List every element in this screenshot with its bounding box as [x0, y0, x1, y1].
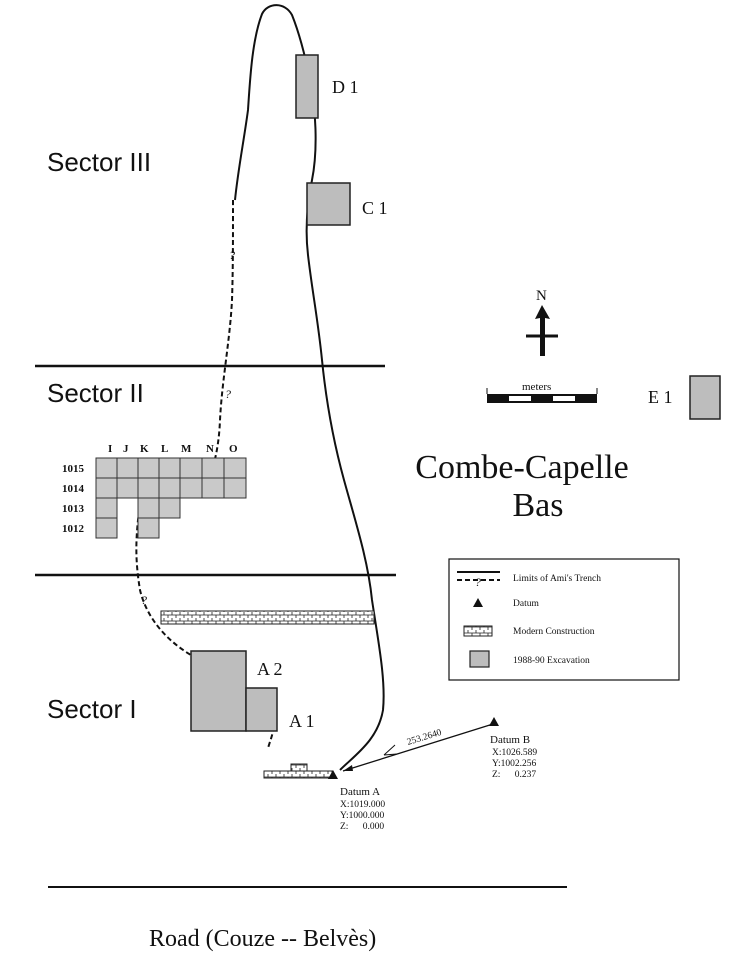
- legend-excavation-swatch: [469, 650, 490, 668]
- label-e1: E 1: [648, 387, 673, 407]
- unit-c1: [306, 182, 351, 226]
- grid-row-label-1013: 1013: [62, 503, 85, 515]
- sector-i-label: Sector I: [47, 694, 137, 724]
- grid-row-label-1014: 1014: [62, 483, 85, 495]
- datum-a-z: Z: 0.000: [340, 822, 384, 832]
- grid-row-1013: [95, 497, 181, 519]
- label-a2: A 2: [257, 659, 283, 679]
- grid-col-k: K: [140, 443, 149, 455]
- label-c1: C 1: [362, 198, 388, 218]
- label-a1: A 1: [289, 711, 315, 731]
- trench-limit-solid: [234, 4, 385, 771]
- site-title-line2: Bas: [513, 487, 564, 524]
- datum-b-x: X:1026.589: [492, 748, 537, 758]
- grid-col-m: M: [181, 443, 192, 455]
- legend-datum-triangle-icon: [473, 598, 483, 607]
- north-label: N: [536, 288, 547, 304]
- legend-excavation-label: 1988-90 Excavation: [513, 656, 590, 666]
- grid-col-j: J: [123, 443, 129, 455]
- label-d1: D 1: [332, 77, 359, 97]
- datum-b-z: Z: 0.237: [492, 770, 536, 780]
- grid-row-1012: [95, 517, 160, 539]
- legend-question-mark: ?: [475, 575, 481, 589]
- legend-datum-label: Datum: [513, 599, 539, 609]
- grid-col-l: L: [161, 443, 168, 455]
- sector-iii-label: Sector III: [47, 147, 151, 177]
- scale-bar: [486, 388, 598, 403]
- legend: ?: [448, 558, 680, 681]
- datum-a-name: Datum A: [340, 786, 380, 798]
- angle-icon: [383, 744, 398, 756]
- datum-a-x: X:1019.000: [340, 800, 385, 810]
- grid-col-i: I: [108, 443, 112, 455]
- excavation-grid: [95, 457, 247, 539]
- unit-d1: [295, 54, 319, 119]
- grid-row-label-1012: 1012: [62, 523, 85, 535]
- legend-construction-swatch: [463, 625, 493, 637]
- question-mark-2: ?: [225, 387, 231, 401]
- grid-col-n: N: [206, 443, 214, 455]
- datum-a-triangle-icon: [328, 770, 338, 779]
- grid-row-1014: [95, 477, 247, 499]
- site-title-line1: Combe-Capelle: [415, 449, 628, 486]
- datum-b-triangle-icon: [489, 717, 499, 726]
- datum-a-y: Y:1000.000: [340, 811, 385, 821]
- scale-label: meters: [522, 381, 551, 393]
- grid-row-label-1015: 1015: [62, 463, 85, 475]
- unit-a1: [245, 687, 278, 732]
- datum-b-y: Y:1002.256: [492, 759, 537, 769]
- grid-row-1015: [95, 457, 247, 479]
- question-mark-3: ?: [141, 593, 147, 607]
- road-label: Road (Couze -- Belvès): [149, 926, 376, 952]
- modern-construction-wall: [160, 610, 375, 625]
- legend-construction-label: Modern Construction: [513, 627, 595, 637]
- bearing-arrowhead-icon: [343, 765, 353, 771]
- north-arrow-icon: [526, 305, 558, 356]
- sector-ii-label: Sector II: [47, 378, 144, 408]
- unit-a2: [190, 650, 247, 732]
- question-mark-1: ?: [229, 248, 235, 262]
- datum-b-name: Datum B: [490, 734, 530, 746]
- grid-col-o: O: [229, 443, 238, 455]
- modern-construction-datum-a: [263, 763, 333, 779]
- legend-trench-label: Limits of Ami's Trench: [513, 573, 601, 584]
- bearing-line: [342, 723, 494, 772]
- unit-e1: [689, 375, 721, 420]
